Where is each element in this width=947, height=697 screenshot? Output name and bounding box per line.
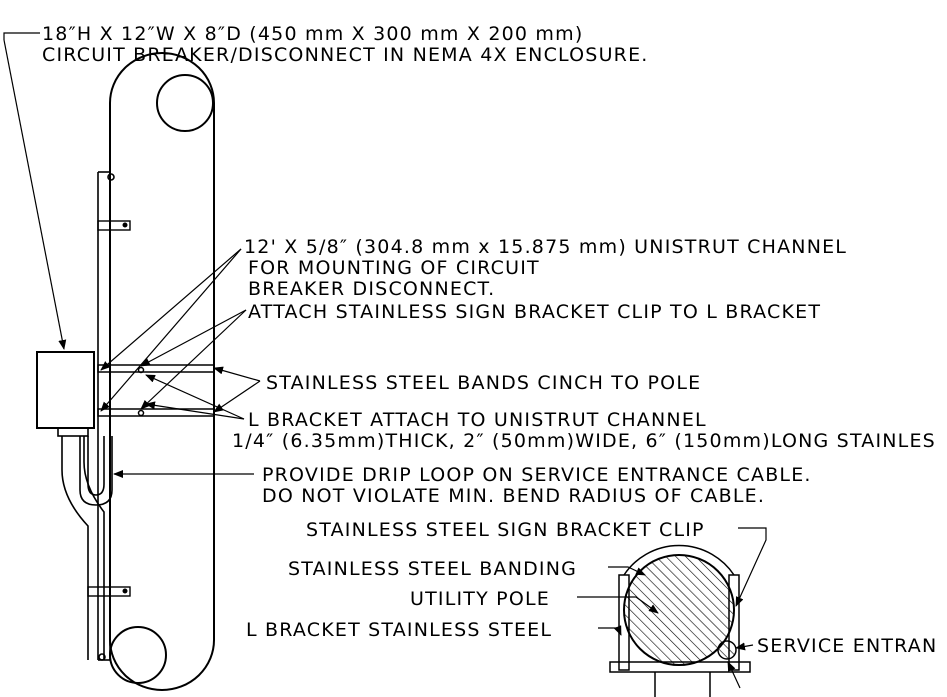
pole-section-view xyxy=(609,544,751,697)
attach-clip-label: ATTACH STAINLESS SIGN BRACKET CLIP TO L … xyxy=(248,301,821,323)
unistrut-label-line3: BREAKER DISCONNECT. xyxy=(248,278,495,300)
l-bracket-label-line2: 1/4″ (6.35mm)THICK, 2″ (50mm)WIDE, 6″ (1… xyxy=(232,430,936,452)
enclosure-label-line2: CIRCUIT BREAKER/DISCONNECT IN NEMA 4X EN… xyxy=(42,44,649,66)
leader-lines xyxy=(3,32,767,689)
bands-label: STAINLESS STEEL BANDS CINCH TO POLE xyxy=(266,372,701,394)
unistrut-label-line2: FOR MOUNTING OF CIRCUIT xyxy=(248,257,540,279)
drip-loop-label-line1: PROVIDE DRIP LOOP ON SERVICE ENTRANCE CA… xyxy=(262,464,812,486)
drip-loop-label-line2: DO NOT VIOLATE MIN. BEND RADIUS OF CABLE… xyxy=(262,485,765,507)
unistrut-label-line1: 12' X 5/8″ (304.8 mm x 15.875 mm) UNISTR… xyxy=(244,236,847,258)
sign-clip-label: STAINLESS STEEL SIGN BRACKET CLIP xyxy=(306,519,705,541)
service-entrance-label: SERVICE ENTRAN xyxy=(757,635,937,657)
l-bracket-ss-label: L BRACKET STAINLESS STEEL xyxy=(246,619,552,641)
nema-4x-enclosure xyxy=(36,351,95,429)
utility-pole-label: UTILITY POLE xyxy=(410,588,550,610)
annotations: 18″H X 12″W X 8″D (450 mm X 300 mm X 200… xyxy=(42,23,937,657)
service-entrance-cable xyxy=(57,427,113,660)
banding-label: STAINLESS STEEL BANDING xyxy=(288,558,577,580)
l-bracket-label-line1: L BRACKET ATTACH TO UNISTRUT CHANNEL xyxy=(248,409,707,431)
enclosure-label-line1: 18″H X 12″W X 8″D (450 mm X 300 mm X 200… xyxy=(42,23,583,45)
stainless-steel-bands xyxy=(97,364,215,417)
